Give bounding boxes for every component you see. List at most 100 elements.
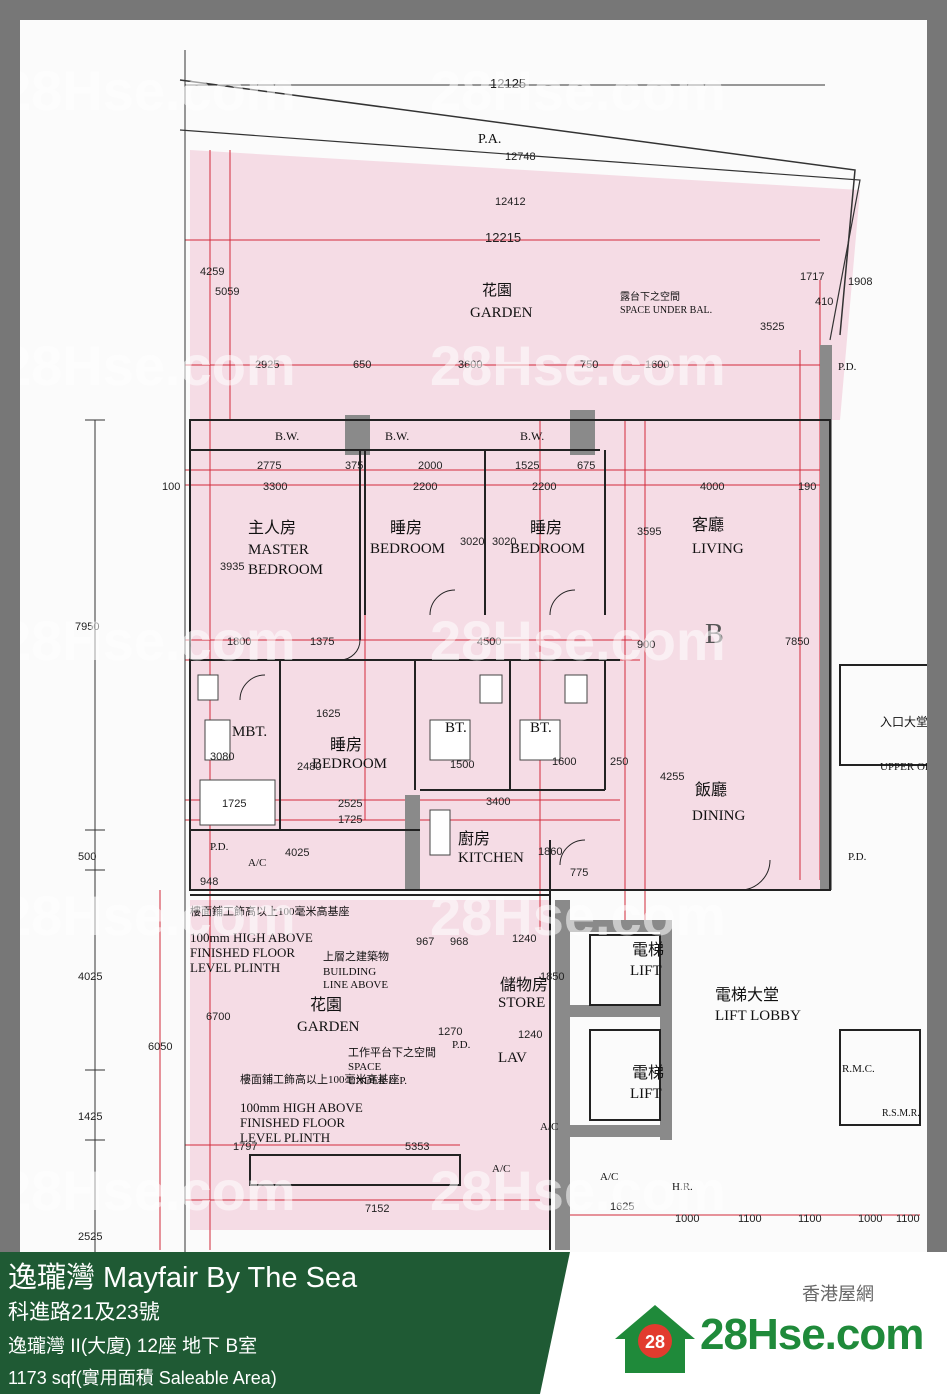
lift1-en: LIFT [630,963,662,979]
pd-label-2: P.D. [848,851,867,863]
svg-text:28Hse.com: 28Hse.com [20,884,296,947]
dim-775: 775 [570,867,588,879]
dim-2480: 2480 [297,761,321,773]
dim-12125: 12125 [490,76,526,91]
dim-2525b: 2525 [78,1231,102,1243]
bedroom3-en: BEDROOM [312,756,387,772]
brand-name-cn: 香港屋網 [802,1284,874,1304]
room-labels: 花園 GARDEN 露台下之空間 SPACE UNDER BAL. P.A. 主… [190,132,927,1193]
mbt-label: MBT. [232,724,267,740]
pd-label-1: P.D. [838,361,857,373]
garden-bottom-cn: 花園 [310,996,342,1014]
dim-500: 500 [78,851,96,863]
plinth1-en2: FINISHED FLOOR [190,945,295,960]
unit-letter: B [705,619,724,650]
dim-4000: 4000 [700,481,724,493]
svg-text:28Hse.com: 28Hse.com [20,59,296,122]
dim-6700: 6700 [206,1011,230,1023]
dim-3935: 3935 [220,561,244,573]
dim-1860: 1860 [538,846,562,858]
svg-text:28Hse.com: 28Hse.com [430,1159,726,1222]
dim-12412: 12412 [495,196,526,208]
space-under-bal-en: SPACE UNDER BAL. [620,305,712,316]
plan-frame: 花園 GARDEN 露台下之空間 SPACE UNDER BAL. P.A. 主… [20,20,927,1252]
ac-label-3: A/C [600,1171,618,1183]
dim-1525: 1525 [515,460,539,472]
dining-cn: 飯廳 [695,780,727,799]
dim-3525: 3525 [760,321,784,333]
ac-label-2: A/C [492,1163,510,1175]
bedroom1-en: BEDROOM [370,541,445,557]
dim-948: 948 [200,876,218,888]
hr-label: H.R. [672,1181,693,1193]
pd-label-3: P.D. [210,841,229,853]
dim-3600: 3600 [458,359,482,371]
dim-1000b: 1000 [858,1213,882,1225]
bedroom2-cn: 睡房 [530,519,562,537]
bay-window-3: B.W. [520,429,544,443]
unit-description: 逸瓏灣 II(大廈) 12座 地下 B室 [8,1336,258,1357]
dim-1725b: 1725 [338,814,362,826]
dim-7850: 7850 [785,636,809,648]
dim-1000a: 1000 [675,1213,699,1225]
svg-text:28Hse.com: 28Hse.com [20,334,296,397]
dim-968: 968 [450,936,468,948]
plinth2-en1: 100mm HIGH ABOVE [240,1100,363,1115]
footer-banner: 逸瓏灣 Mayfair By The Sea 科進路21及23號 逸瓏灣 II(… [0,1252,570,1394]
dim-900: 900 [637,639,655,651]
dim-4259: 4259 [200,266,224,278]
svg-text:28Hse.com: 28Hse.com [20,1159,296,1222]
brand-house-icon: 28 [615,1305,695,1373]
lift-lobby-en: LIFT LOBBY [715,1008,801,1024]
rsmr-label: R.S.M.R. [882,1108,920,1119]
plinth1-en1: 100mm HIGH ABOVE [190,930,313,945]
bay-window-2: B.W. [385,429,409,443]
floor-plan: 花園 GARDEN 露台下之空間 SPACE UNDER BAL. P.A. 主… [20,20,927,1252]
upper-lobby-en: UPPER OF ENT. LOBBY [880,761,927,773]
dim-1375: 1375 [310,636,334,648]
plinth2-en2: FINISHED FLOOR [240,1115,345,1130]
dim-5353: 5353 [405,1141,429,1153]
svg-text:28Hse.com: 28Hse.com [430,59,726,122]
dim-4500: 4500 [477,636,501,648]
building-line-cn: 上層之建築物 [323,949,389,963]
dim-250: 250 [610,756,628,768]
store-en: STORE [498,995,545,1011]
dim-5059: 5059 [215,286,239,298]
svg-text:28Hse.com: 28Hse.com [430,884,726,947]
svg-text:28Hse.com: 28Hse.com [430,609,726,672]
dim-1100b: 1100 [798,1213,822,1225]
dim-2525: 2525 [338,798,362,810]
space-up-cn: 工作平台下之空間 [348,1045,436,1059]
lift1-cn: 電梯 [632,941,664,959]
bay-window-1: B.W. [275,429,299,443]
svg-text:28Hse.com: 28Hse.com [430,334,726,397]
bedroom3-cn: 睡房 [330,736,362,754]
dim-1100c: 1100 [896,1213,920,1225]
dim-3080: 3080 [210,751,234,763]
dim-3020a: 3020 [460,536,484,548]
living-cn: 客廳 [692,515,724,534]
dim-3595: 3595 [637,526,661,538]
kitchen-en: KITCHEN [458,850,524,866]
dim-1625b: 1625 [610,1201,634,1213]
dim-1625a: 1625 [316,708,340,720]
building-line-en1: BUILDING [323,966,376,978]
listing-footer: 逸瓏灣 Mayfair By The Sea 科進路21及23號 逸瓏灣 II(… [0,1252,947,1394]
dim-1240a: 1240 [512,933,536,945]
upper-lobby-cn: 入口大堂上空 [880,715,927,729]
ac-label-1: A/C [248,857,266,869]
estate-name: 逸瓏灣 Mayfair By The Sea [8,1262,358,1294]
dim-1425: 1425 [78,1111,102,1123]
living-en: LIVING [692,541,744,557]
lift2-cn: 電梯 [632,1064,664,1082]
dim-2925: 2925 [255,359,279,371]
dim-650: 650 [353,359,371,371]
dim-1717: 1717 [800,271,824,283]
dim-4025b: 4025 [78,971,102,983]
ac-label-4: A/C [540,1121,558,1133]
dim-410: 410 [815,296,833,308]
lift-lobby-cn: 電梯大堂 [715,986,779,1004]
lift2-en: LIFT [630,1086,662,1102]
master-bedroom-en2: BEDROOM [248,562,323,578]
